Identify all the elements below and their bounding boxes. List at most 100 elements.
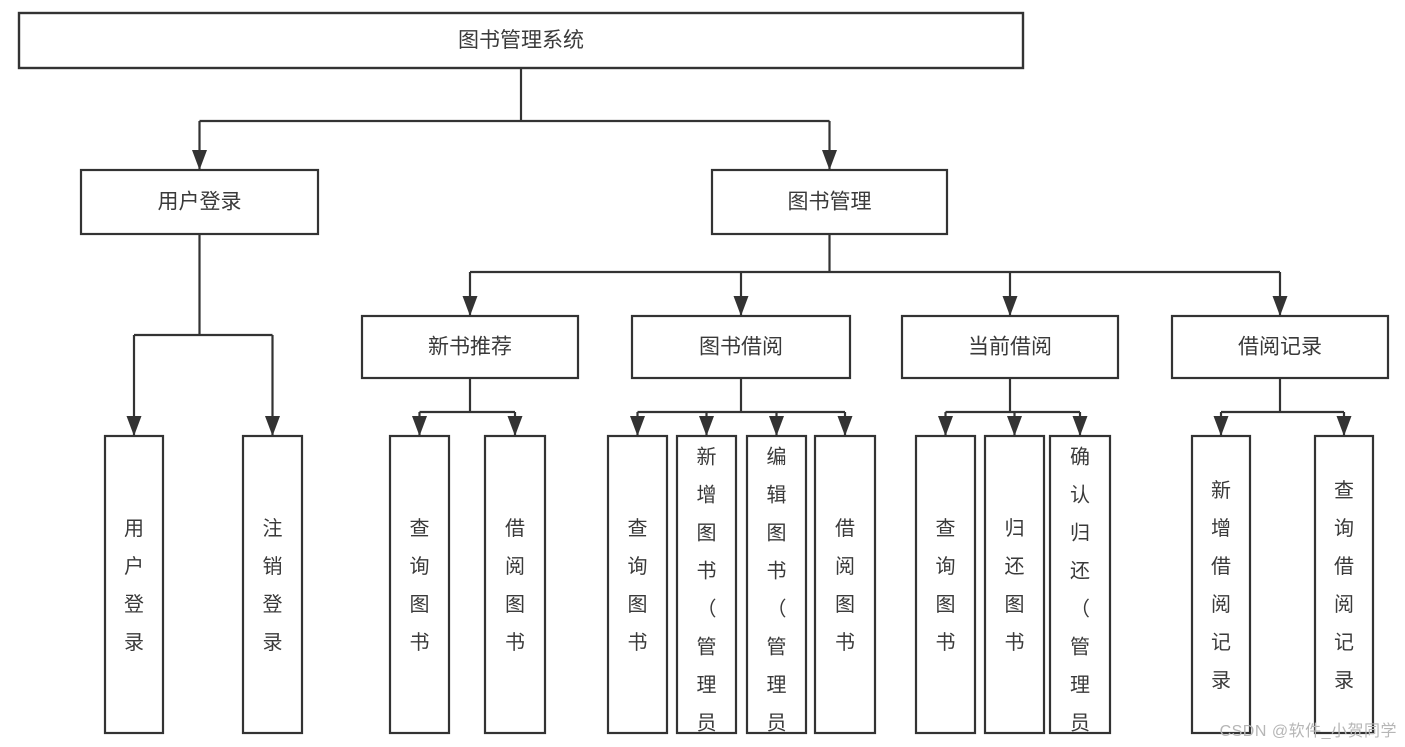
node-book-borrow[interactable] [630,314,852,380]
svg-text:查: 查 [410,517,430,540]
svg-text:阅: 阅 [835,555,855,578]
node-leaf-borrow-book-1[interactable] [483,434,547,735]
svg-text:图: 图 [505,594,525,616]
arrow-head-icon [1272,296,1288,316]
node-new-book-recommend-label: 新书推荐 [428,336,512,359]
svg-text:书: 书 [410,631,430,654]
node-leaf-query-book-3[interactable] [914,434,977,735]
svg-text:借: 借 [835,517,855,540]
svg-text:归: 归 [1070,521,1090,544]
node-leaf-add-book-admin[interactable] [675,434,738,735]
arrow-head-icon [507,416,523,436]
arrow-head-icon [699,416,714,436]
svg-text:（: （ [697,597,717,620]
svg-text:图: 图 [628,594,648,616]
node-leaf-query-book-1[interactable] [388,434,451,735]
svg-text:记: 记 [1211,631,1231,654]
svg-text:管: 管 [1070,635,1090,658]
node-leaf-borrow-book-2[interactable] [813,434,877,735]
svg-text:录: 录 [263,632,283,654]
svg-text:登: 登 [124,593,144,616]
svg-text:辑: 辑 [767,483,787,506]
svg-text:编: 编 [767,445,787,468]
svg-text:图: 图 [697,522,717,544]
svg-text:理: 理 [1070,674,1090,696]
node-user-login-label: 用户登录 [158,191,242,214]
svg-text:借: 借 [505,517,525,540]
arrow-head-icon [822,150,837,170]
arrow-head-icon [1007,416,1022,436]
svg-text:管: 管 [767,635,787,658]
node-book-manage[interactable] [710,168,949,236]
node-leaf-return-book[interactable] [983,434,1046,735]
node-borrow-record[interactable] [1170,314,1390,380]
node-leaf-edit-book-admin[interactable] [745,434,808,735]
arrow-head-icon [769,416,784,436]
svg-text:询: 询 [1334,517,1354,540]
connector-layer [126,68,1352,436]
svg-text:登: 登 [263,593,283,616]
svg-text:阅: 阅 [505,555,525,578]
svg-text:书: 书 [697,559,717,582]
node-leaf-query-book-2[interactable] [606,434,669,735]
svg-text:（: （ [767,597,787,620]
node-current-borrow[interactable] [900,314,1120,380]
svg-text:认: 认 [1070,483,1090,506]
arrow-head-icon [938,416,953,436]
svg-text:理: 理 [767,674,787,696]
node-leaf-add-borrow-record[interactable] [1190,434,1252,735]
svg-text:户: 户 [124,555,144,578]
node-root[interactable] [17,11,1025,70]
svg-text:录: 录 [1211,670,1231,692]
arrow-head-icon [265,416,280,436]
svg-text:图: 图 [1005,594,1025,616]
svg-text:书: 书 [505,631,525,654]
svg-text:录: 录 [124,632,144,654]
svg-text:书: 书 [1005,631,1025,654]
node-leaf-user-login[interactable] [103,434,165,735]
arrow-head-icon [412,416,427,436]
svg-text:员: 员 [697,712,717,734]
svg-text:员: 员 [1070,712,1090,734]
svg-text:查: 查 [628,517,648,540]
node-leaf-logout-login[interactable] [241,434,304,735]
svg-text:注: 注 [263,517,283,540]
node-root-label: 图书管理系统 [458,29,584,52]
arrow-head-icon [1213,416,1229,436]
svg-text:阅: 阅 [1211,593,1231,616]
node-borrow-record-label: 借阅记录 [1238,336,1322,359]
node-leaf-confirm-return-admin[interactable] [1048,434,1112,735]
svg-text:还: 还 [1005,555,1025,578]
svg-text:书: 书 [936,631,956,654]
arrow-head-icon [1336,416,1352,436]
svg-text:归: 归 [1005,517,1025,540]
arrow-head-icon [630,416,645,436]
node-user-login[interactable] [79,168,320,236]
node-book-manage-label: 图书管理 [788,191,872,214]
svg-text:图: 图 [936,594,956,616]
arrow-head-icon [192,150,207,170]
node-leaf-user-login-label: 用户登录 [124,518,144,654]
svg-text:查: 查 [1334,479,1354,502]
svg-text:书: 书 [628,631,648,654]
node-new-book-recommend[interactable] [360,314,580,380]
svg-text:新: 新 [697,445,717,468]
svg-text:询: 询 [936,555,956,578]
svg-text:（: （ [1070,597,1090,620]
svg-text:理: 理 [697,674,717,696]
node-leaf-query-borrow-record[interactable] [1313,434,1375,735]
svg-text:阅: 阅 [1334,593,1354,616]
node-layer: 图书管理系统用户登录图书管理新书推荐图书借阅当前借阅借阅记录用户登录注销登录查询… [17,11,1390,735]
arrow-head-icon [1072,416,1088,436]
